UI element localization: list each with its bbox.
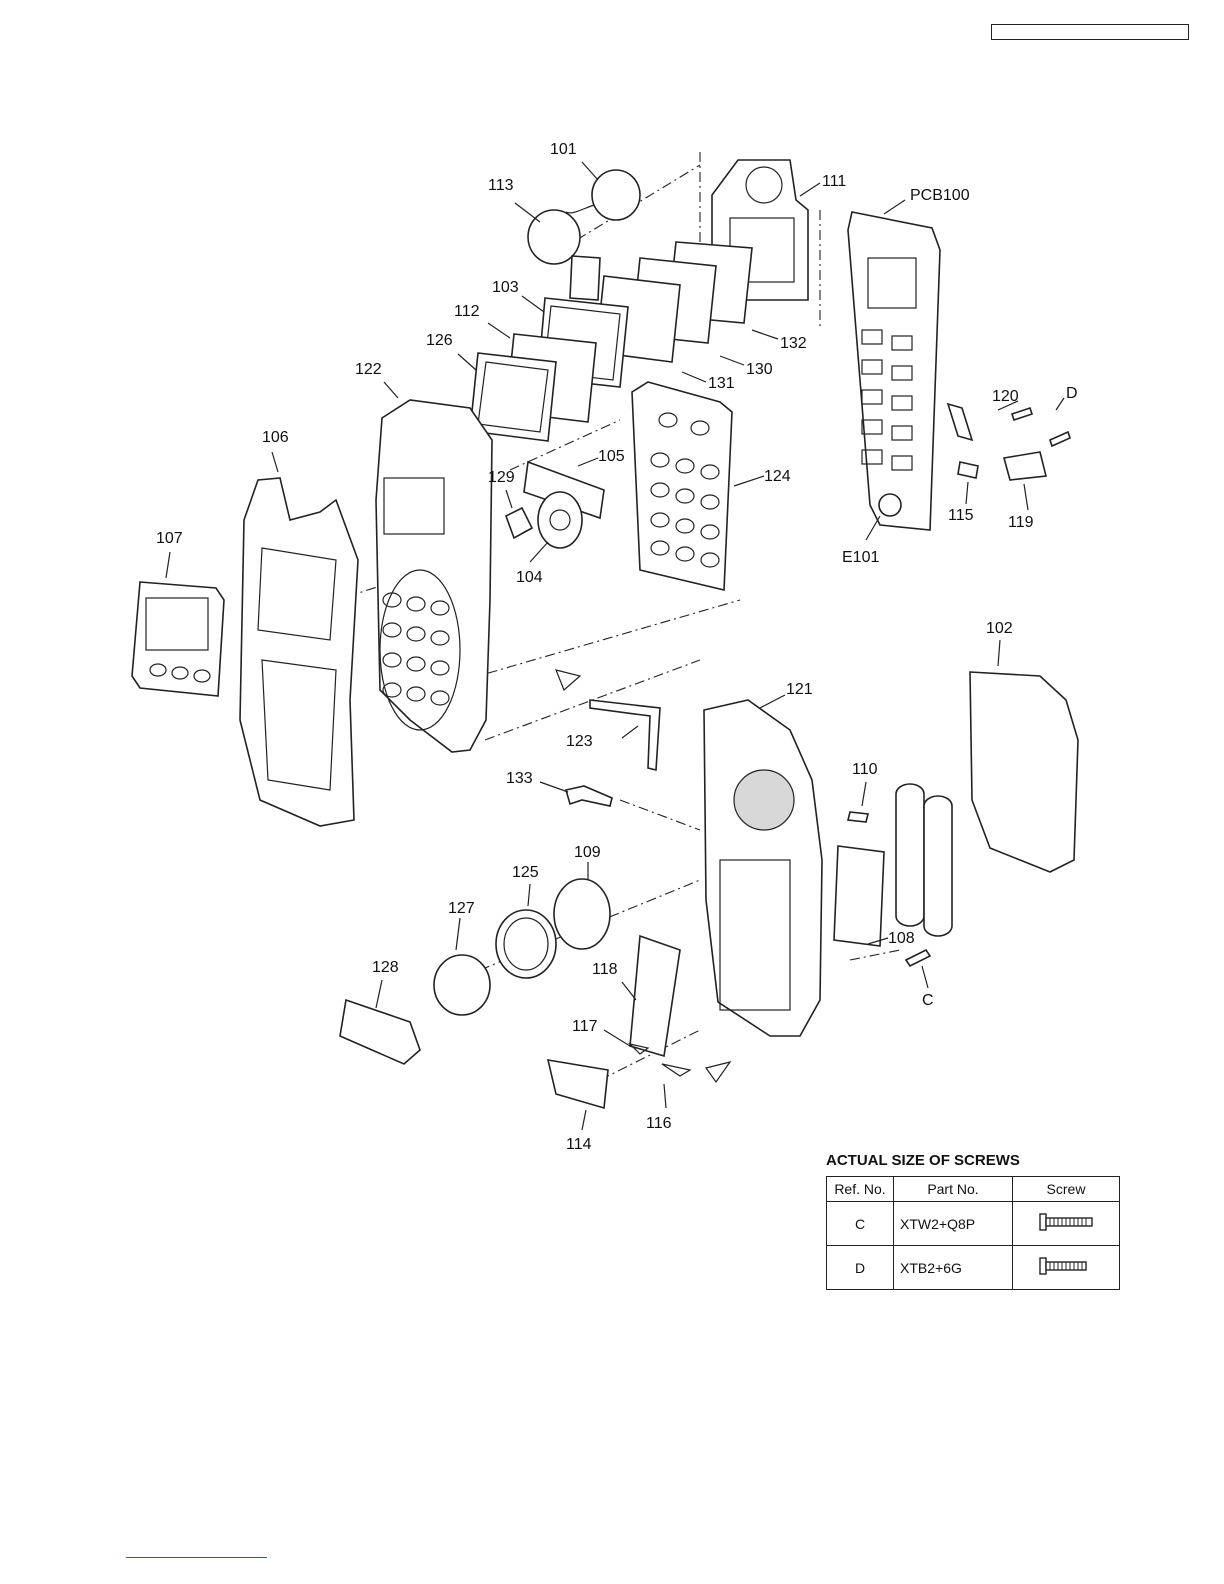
callout-127: 127 (448, 900, 475, 917)
row-part-no: XTW2+Q8P (894, 1202, 1013, 1246)
callout-122: 122 (355, 361, 382, 378)
callout-111: 111 (822, 173, 846, 190)
screws-table-header-row: Ref. No. Part No. Screw (827, 1177, 1120, 1202)
callout-107: 107 (156, 530, 183, 547)
callout-pcb100: PCB100 (910, 187, 970, 204)
callout-110: 110 (852, 761, 878, 778)
table-row: D XTB2+6G (827, 1246, 1120, 1290)
row-ref: C (827, 1202, 894, 1246)
part-127-speaker (434, 955, 490, 1015)
part-121-rear-cabinet (704, 700, 822, 1036)
callout-114: 114 (566, 1136, 592, 1153)
callout-104: 104 (516, 569, 543, 586)
screw-icon (1036, 1255, 1096, 1277)
part-108-label (834, 846, 884, 946)
callout-128: 128 (372, 959, 399, 976)
part-102-battery-cover (970, 672, 1078, 872)
part-133-terminal (566, 786, 612, 806)
row-ref: D (827, 1246, 894, 1290)
header-screw: Screw (1013, 1177, 1120, 1202)
part-125-ring (496, 910, 556, 978)
part-screw-d-1 (1012, 408, 1032, 420)
callout-125: 125 (512, 864, 539, 881)
part-123-clip (590, 700, 660, 770)
speaker-grille (734, 770, 794, 830)
part-110-small-pad (848, 812, 868, 822)
direction-arrow-icon (556, 670, 580, 690)
callout-121: 121 (786, 681, 813, 698)
callout-126: 126 (426, 332, 453, 349)
callout-106: 106 (262, 429, 289, 446)
direction-arrow-icon-2 (706, 1062, 730, 1082)
part-flex-cable (570, 256, 600, 300)
header-part-no: Part No. (894, 1177, 1013, 1202)
header-ref-no: Ref. No. (827, 1177, 894, 1202)
callout-e101: E101 (842, 549, 879, 566)
table-row: C XTW2+Q8P (827, 1202, 1120, 1246)
callout-129: 129 (488, 469, 515, 486)
part-122-front-cabinet (376, 400, 492, 752)
screws-table: Ref. No. Part No. Screw C XTW2+Q8P D XTB… (826, 1176, 1120, 1290)
callout-131: 131 (708, 375, 735, 392)
part-106-decoration-panel (240, 478, 358, 826)
part-129-receiver-holder (506, 508, 532, 538)
callout-117: 117 (572, 1018, 598, 1035)
callout-102: 102 (986, 620, 1013, 637)
part-screw-c (906, 950, 930, 966)
screw-icon (1036, 1211, 1096, 1233)
callout-133: 133 (506, 770, 533, 787)
part-128-holder (340, 1000, 420, 1064)
callout-c: C (922, 992, 934, 1009)
callout-115: 115 (948, 507, 974, 524)
part-battery-cell-1 (896, 784, 924, 926)
callout-130: 130 (746, 361, 773, 378)
callout-124: 124 (764, 468, 791, 485)
callout-105: 105 (598, 448, 625, 465)
part-screw-d-2 (1050, 432, 1070, 446)
part-115-sheet (958, 462, 978, 478)
part-119-terminal (1004, 452, 1046, 480)
callout-d: D (1066, 385, 1078, 402)
part-109-sheet (554, 879, 610, 949)
screws-table-title: ACTUAL SIZE OF SCREWS (826, 1152, 1020, 1169)
callout-101: 101 (550, 141, 577, 158)
part-114-sheet (548, 1060, 608, 1108)
part-101-coin-cell (592, 170, 640, 220)
callout-112: 112 (454, 303, 480, 320)
callout-119: 119 (1008, 514, 1034, 531)
part-e101-microphone (879, 494, 901, 516)
callout-109: 109 (574, 844, 601, 861)
part-120-spring (948, 404, 972, 440)
callout-120: 120 (992, 388, 1019, 405)
row-part-no: XTB2+6G (894, 1246, 1013, 1290)
callout-118: 118 (592, 961, 618, 978)
callout-108: 108 (888, 930, 915, 947)
callout-123: 123 (566, 733, 593, 750)
part-118-terminal (630, 936, 680, 1056)
callout-132: 132 (780, 335, 807, 352)
callout-116: 116 (646, 1115, 672, 1132)
callout-103: 103 (492, 279, 519, 296)
footer-link-underline (126, 1557, 267, 1558)
part-124-rubber-keypad (632, 382, 732, 590)
part-battery-cell-2 (924, 796, 952, 936)
callout-113: 113 (488, 177, 514, 194)
part-104-receiver (538, 492, 582, 548)
